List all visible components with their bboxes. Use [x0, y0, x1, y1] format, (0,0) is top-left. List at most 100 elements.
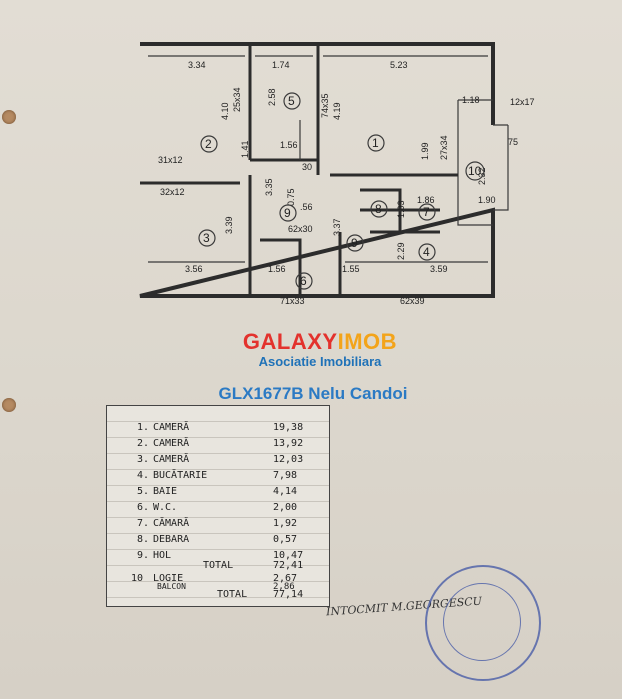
row-label: BUCĂTARIE: [153, 470, 208, 481]
room-number: 8: [375, 202, 382, 216]
room-number: 1: [372, 136, 379, 150]
room-number: 4: [423, 245, 430, 259]
row-label: DEBARA: [153, 534, 190, 545]
dim-label: 1.74: [272, 60, 290, 70]
room-number: 5: [288, 94, 295, 108]
dim-label: 1.56: [268, 264, 286, 274]
punch-hole-bottom: [2, 398, 16, 412]
row-number: 2.: [137, 438, 150, 449]
row-label: CAMERĂ: [153, 422, 190, 433]
row-label: BAIE: [153, 486, 178, 497]
row-label: CAMERĂ: [153, 438, 190, 449]
room-number: 6: [300, 274, 307, 288]
row-area: 10,47: [273, 550, 304, 561]
row-label: HOL: [153, 550, 172, 561]
total-label: TOTAL: [203, 560, 234, 571]
room-number: 7: [423, 205, 430, 219]
row-number: 6.: [137, 502, 150, 513]
dim-label: 30: [302, 162, 312, 172]
galaxyimob-logo: GALAXYIMOB Asociatie Imobiliara: [220, 330, 420, 382]
balcony-label: BALCON: [157, 582, 186, 591]
dim-label: 74x35: [320, 93, 330, 118]
dim-label: 75: [508, 137, 518, 147]
total-row: TOTAL 72,41: [107, 558, 329, 574]
dim-label: 3.37: [332, 218, 342, 236]
row-number: 9.: [137, 550, 150, 561]
dim-label: 1.55: [342, 264, 360, 274]
dim-label: 1.90: [478, 195, 496, 205]
dim-label: 3.39: [224, 216, 234, 234]
dim-label: 71x33: [280, 296, 305, 306]
table-row: 6.W.C. 2,00: [107, 500, 329, 516]
dim-label: 2.29: [396, 242, 406, 260]
row-number: 3.: [137, 454, 150, 465]
punch-hole-top: [2, 110, 16, 124]
room-markers: 1 2 3 4 5 6 7 8 9 9 10: [198, 92, 485, 290]
row-number: 4.: [137, 470, 150, 481]
row-number: 8.: [137, 534, 150, 545]
loggia-number: 10: [131, 573, 144, 584]
row-area: 13,92: [273, 438, 304, 449]
dim-label: 1.99: [420, 142, 430, 160]
dim-label: 2.58: [267, 88, 277, 106]
dim-label: 1.86: [417, 195, 435, 205]
dim-label: 12x17: [510, 97, 535, 107]
dim-label: 1.03: [396, 200, 406, 218]
dim-label: 1.18: [462, 95, 480, 105]
dim-label: 3.34: [188, 60, 206, 70]
balcony-value: 2,86: [273, 582, 295, 592]
dim-label: 31x12: [158, 155, 183, 165]
dim-label: 5.23: [390, 60, 408, 70]
dim-label: 62x30: [288, 224, 313, 234]
table-row: 7.CĂMARĂ 1,92: [107, 516, 329, 532]
row-number: 7.: [137, 518, 150, 529]
logo-title-part2: IMOB: [337, 329, 398, 354]
room-number: 3: [203, 231, 210, 245]
row-area: 0,57: [273, 534, 298, 545]
dim-label: 4.10: [220, 102, 230, 120]
logo-title: GALAXYIMOB: [220, 330, 420, 354]
row-number: 5.: [137, 486, 150, 497]
floor-plan: 3.34 1.74 5.23 4.10 25x34 2.58 74x35 4.1…: [139, 42, 535, 306]
balcony-row: BALCON 2,86: [107, 580, 329, 596]
logo-title-part1: GALAXY: [242, 329, 338, 354]
table-row: 1.CAMERĂ 19,38: [107, 420, 329, 436]
dim-label: 27x34: [439, 135, 449, 160]
row-number: 1.: [137, 422, 150, 433]
table-row: 2.CAMERĂ 13,92: [107, 436, 329, 452]
dim-label: 3.35: [264, 178, 274, 196]
row-area: 4,14: [273, 486, 298, 497]
dim-label: 4.19: [332, 102, 342, 120]
dim-label: 3.59: [430, 264, 448, 274]
row-area: 7,98: [273, 470, 298, 481]
dim-label: .56: [300, 202, 313, 212]
table-row: 8.DEBARA 0,57: [107, 532, 329, 548]
dim-label: 1.56: [280, 140, 298, 150]
table-row: 4.BUCĂTARIE 7,98: [107, 468, 329, 484]
room-number: 9: [284, 206, 291, 220]
grand-total-row: TOTAL 77,14: [107, 587, 329, 603]
row-area: 19,38: [273, 422, 304, 433]
grand-total-label: TOTAL: [217, 589, 248, 600]
row-label: CAMERĂ: [153, 454, 190, 465]
dim-label: 62x39: [400, 296, 425, 306]
room-number: 2: [205, 137, 212, 151]
table-row: 9.HOL 10,47: [107, 548, 329, 564]
dim-label: 0.75: [286, 188, 296, 206]
loggia-label: LOGIE: [153, 573, 184, 584]
room-number: 9: [351, 236, 358, 250]
dim-label: 1.41: [240, 140, 250, 158]
row-label: W.C.: [153, 502, 178, 513]
row-label: CĂMARĂ: [153, 518, 190, 529]
row-area: 2,00: [273, 502, 298, 513]
loggia-value: 2,67: [273, 573, 298, 584]
row-area: 1,92: [273, 518, 298, 529]
total-value: 72,41: [273, 560, 304, 571]
dim-label: 32x12: [160, 187, 185, 197]
loggia-row: 10 LOGIE 2,67: [107, 571, 329, 587]
grand-total-value: 77,14: [273, 589, 304, 600]
logo-subtitle: Asociatie Imobiliara: [258, 354, 382, 369]
dim-label: 3.56: [185, 264, 203, 274]
